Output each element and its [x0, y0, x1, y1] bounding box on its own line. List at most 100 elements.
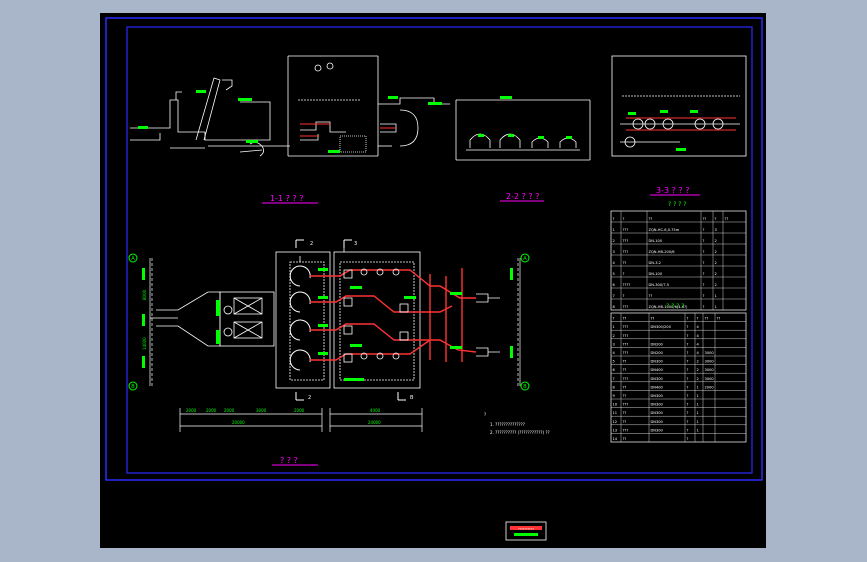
equipment-table-1: ?????????1???ZQN-HC-6,0.75m?32???DN-100?…: [610, 210, 747, 311]
title-stamp: [505, 521, 547, 541]
table-2-cell: ?: [687, 334, 689, 338]
section-3-3-green-labels: [628, 110, 698, 151]
table-1-cell: ZQN-HB-1000/6(4-6?): [649, 305, 689, 309]
table-2-cell: ???: [623, 428, 629, 432]
table-2-cell: DN300: [651, 403, 664, 407]
table-2-cell: ???: [623, 351, 629, 355]
table-2-header-cell: ?: [687, 317, 689, 321]
plan-red-pipes: [310, 268, 477, 362]
table-2-cell: 2: [613, 334, 615, 338]
table-2-cell: ?: [687, 394, 689, 398]
axis-a-right: A: [523, 256, 527, 262]
table-2-cell: ?: [687, 325, 689, 329]
plan-vertical-dims: [142, 268, 513, 368]
dim-row1-2: 2000: [206, 408, 217, 413]
table-2-cell: ??: [623, 368, 627, 372]
dim-row1-3: 2000: [224, 408, 235, 413]
table-1-cell: ????: [623, 283, 631, 287]
table-1-cell: ?: [623, 294, 625, 298]
table-2-cell: ???: [623, 334, 629, 338]
table-1-cell: DN-300/7.5: [649, 283, 670, 287]
table-1-cell: ?: [623, 272, 625, 276]
dim-row1-4: 3000: [256, 408, 267, 413]
table-2-cell: 11: [613, 411, 618, 415]
table-1-header-cell: ??: [725, 217, 729, 221]
table-2-cell: 10: [613, 403, 618, 407]
table-2-cell: 6: [613, 368, 616, 372]
table-1-cell: 8: [613, 305, 616, 309]
table-2-cell: ?: [687, 411, 689, 415]
section-2-2-title: 2-2 ? ? ?: [506, 192, 539, 201]
table-1-cell: 2: [715, 261, 717, 265]
table-1-cell: 6: [613, 283, 616, 287]
table-2-cell: 4: [613, 351, 616, 355]
notes-marker: ?: [484, 412, 486, 417]
plan-structure: [150, 244, 421, 389]
table-1-cell: 2: [715, 272, 717, 276]
table-1-cell: ??: [649, 294, 653, 298]
table-1-cell: 2: [715, 239, 717, 243]
table-2-cell: 14: [613, 437, 618, 441]
dim-row1-5: 2000: [294, 408, 305, 413]
table-2-cell: ??: [623, 385, 627, 389]
materials-table-2: ???????????1???DN300/200?42????43???DN20…: [610, 312, 747, 443]
dim-right-2: 14000: [142, 337, 147, 350]
table-2-cell: ?: [687, 360, 689, 364]
table-2-cell: ???: [623, 403, 629, 407]
table-1-cell: 2: [715, 250, 717, 254]
notes-line-2: 2. ?????????? (???????????) ??: [490, 430, 550, 435]
table-2-cell: ?: [687, 368, 689, 372]
table-1-cell: ???: [623, 305, 629, 309]
table-2-cell: 3000: [705, 377, 715, 381]
table-2-cell: 1: [697, 411, 699, 415]
table-1-cell: DN-100: [649, 239, 663, 243]
table-1-cell: ??: [623, 261, 627, 265]
table-2-header-cell: ??: [623, 317, 627, 321]
table-2-cell: ??: [623, 411, 627, 415]
dim-row1-1: 2000: [186, 408, 197, 413]
table-2-cell: ?: [687, 351, 689, 355]
table-2-cell: ?: [687, 437, 689, 441]
section-3-3-title: 3-3 ? ? ?: [656, 186, 689, 195]
section-3-3-red-pipes: [626, 117, 736, 131]
table-1-cell: 2: [715, 283, 717, 287]
section-2-2-green-labels: [478, 96, 572, 139]
dim-row1-6: 4000: [370, 408, 381, 413]
table-2-cell: 1: [697, 420, 699, 424]
table-1-cell: ?: [703, 228, 705, 232]
table-1-cell: ?: [703, 305, 705, 309]
table-2-cell: 3000: [705, 368, 715, 372]
table-2-cell: 7: [613, 377, 615, 381]
table-2-cell: DN300: [651, 411, 664, 415]
table-1-cell: DN-3.2: [649, 261, 661, 265]
table-1-cell: 4: [613, 261, 616, 265]
table-1-cell: DN-100: [649, 272, 663, 276]
table-2-cell: ??: [623, 437, 627, 441]
table-2-cell: ?: [687, 342, 689, 346]
table-2-border: [610, 312, 747, 443]
table-2-cell: ?: [687, 420, 689, 424]
title-stamp-red-bar: [510, 526, 542, 530]
table-2-cell: 3: [613, 342, 615, 346]
table-1-cell: ???: [623, 250, 629, 254]
table-2-cell: 2: [697, 377, 699, 381]
table-2-cell: DN200: [651, 342, 664, 346]
table-1-header-cell: ?: [613, 217, 615, 221]
drawing-sheet: [100, 13, 766, 548]
cut-label-3-bottom: B: [410, 395, 414, 401]
table-1-cell: ?: [703, 239, 705, 243]
table-2-cell: 12: [613, 420, 618, 424]
plan-valves: [343, 268, 500, 363]
table-2-cell: ??: [623, 394, 627, 398]
plan-grid-lines: [149, 258, 521, 386]
table-2-cell: 3000: [705, 360, 715, 364]
table-2-title: ? ? ? ?: [666, 303, 684, 310]
table-2-cell: ??: [623, 360, 627, 364]
table-1-cell: 5: [613, 272, 615, 276]
title-stamp-green-bar: [514, 533, 538, 536]
table-2-cell: DN400: [651, 385, 664, 389]
table-1-cell: 7: [613, 294, 615, 298]
table-2-cell: ??: [623, 420, 627, 424]
table-2-cell: ???: [623, 342, 629, 346]
table-1-cell: ?: [703, 250, 705, 254]
